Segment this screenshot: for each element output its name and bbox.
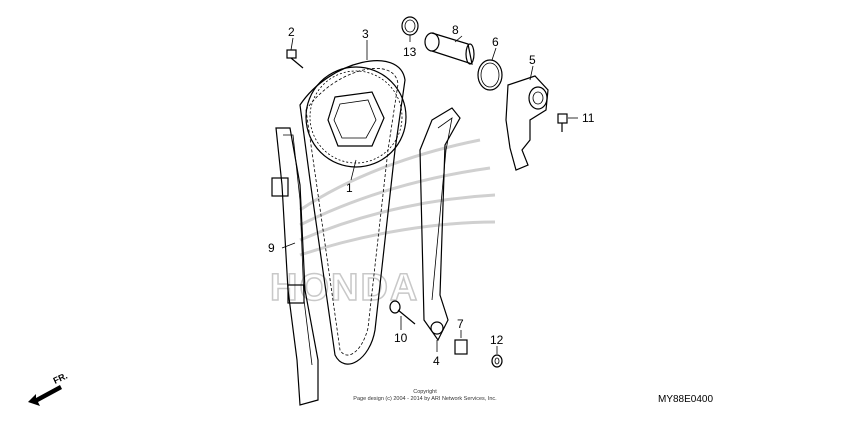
part-2-bolt[interactable] [286, 49, 304, 69]
direction-label: FR. [52, 371, 69, 386]
callout-10[interactable]: 10 [394, 331, 408, 345]
callout-11[interactable]: 11 [582, 111, 595, 125]
leader-lines [281, 35, 578, 354]
honda-watermark: HONDA [269, 138, 496, 310]
callout-9[interactable]: 9 [268, 241, 275, 255]
callout-7[interactable]: 7 [457, 317, 464, 331]
callout-12[interactable]: 12 [490, 333, 504, 347]
part-4-tensioner-arm[interactable] [419, 107, 461, 342]
part-5-tensioner-body[interactable] [505, 75, 549, 171]
front-direction-arrow: FR. [28, 371, 69, 406]
callout-1[interactable]: 1 [346, 181, 353, 195]
copyright-line-1: Copyright [413, 389, 437, 395]
part-1-cam-sprocket[interactable] [305, 66, 407, 168]
part-13-o-ring[interactable] [401, 16, 419, 36]
callout-5[interactable]: 5 [529, 53, 536, 67]
callout-labels: 2 3 1 8 6 5 13 11 9 10 4 7 12 [268, 23, 595, 368]
copyright-block: Copyright Page design (c) 2004 - 2014 by… [353, 389, 497, 402]
callout-4[interactable]: 4 [433, 354, 440, 368]
part-3-cam-chain[interactable] [299, 60, 406, 365]
part-12-washer[interactable] [491, 354, 503, 368]
callout-3[interactable]: 3 [362, 27, 369, 41]
part-6-spring[interactable] [477, 59, 503, 91]
part-7-collar[interactable] [454, 339, 468, 355]
part-8-lifter-pin[interactable] [424, 32, 475, 65]
part-11-bolt[interactable] [557, 113, 568, 132]
part-10-bolt[interactable] [389, 300, 416, 325]
copyright-line-2: Page design (c) 2004 - 2014 by ARI Netwo… [353, 396, 497, 402]
callout-6[interactable]: 6 [492, 35, 499, 49]
callout-13[interactable]: 13 [403, 45, 417, 59]
diagram-code: MY88E0400 [658, 394, 713, 405]
callout-2[interactable]: 2 [288, 25, 295, 39]
callout-8[interactable]: 8 [452, 23, 459, 37]
part-9-chain-guide[interactable] [271, 127, 319, 406]
